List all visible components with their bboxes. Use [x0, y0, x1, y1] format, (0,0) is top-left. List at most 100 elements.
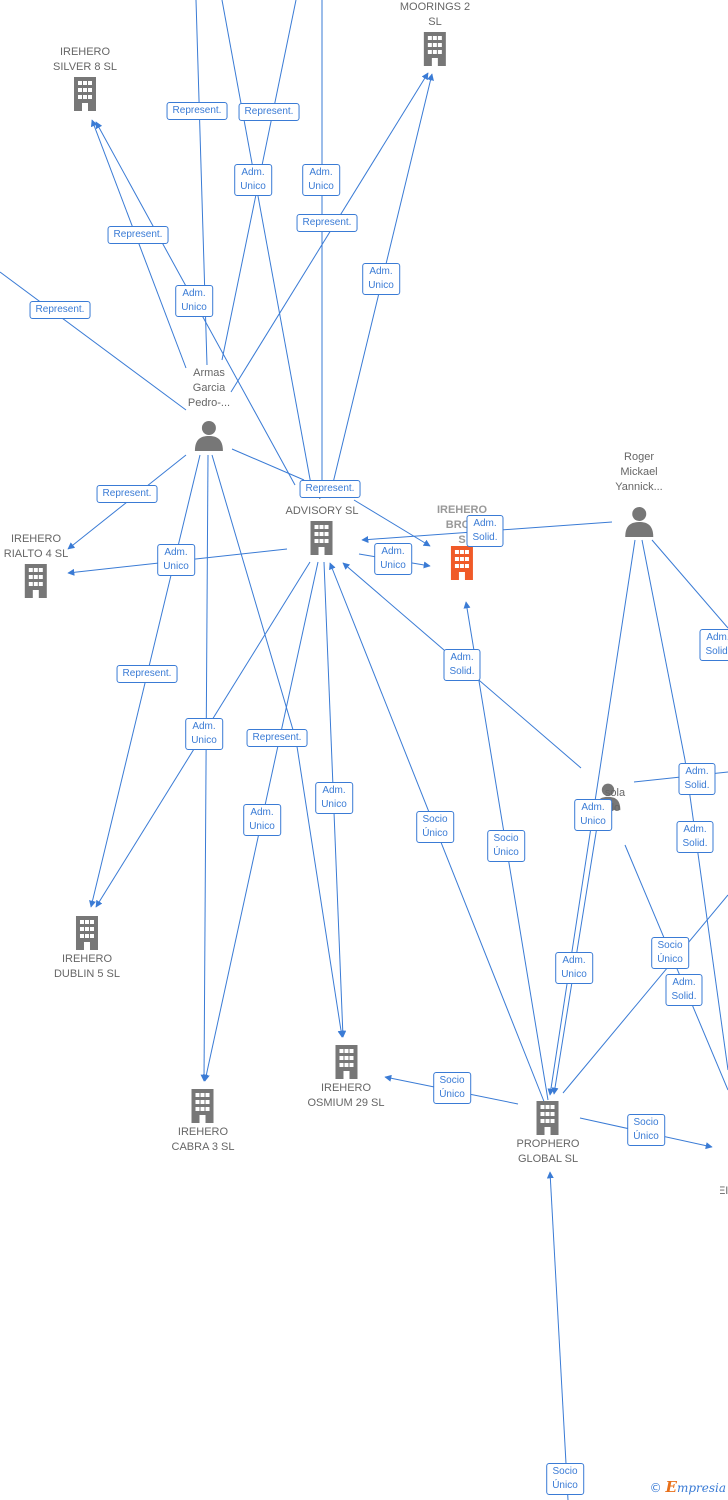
building-icon: [311, 521, 333, 555]
building-icon: [25, 564, 47, 598]
node-label: SILVER 8 SL: [53, 61, 117, 73]
edge: [641, 539, 686, 761]
node-label: RIALTO 4 SL: [3, 548, 69, 560]
edge: [353, 499, 431, 547]
node-label: sola: [604, 787, 626, 799]
company-node-rei-partial[interactable]: REI: [720, 1184, 728, 1199]
node-label: IREHERO: [436, 504, 488, 516]
node-label: S: [458, 534, 466, 546]
building-icon: [335, 1045, 357, 1079]
edge: [221, 0, 313, 491]
node-label: GLOBAL SL: [517, 1153, 579, 1165]
person-icon: [625, 507, 653, 537]
edge-label[interactable]: Adm. Unico: [315, 782, 353, 814]
edge-label[interactable]: Adm. Unico: [574, 799, 612, 831]
building-icon: [451, 546, 473, 580]
edge: [551, 807, 601, 1095]
company-node-advisory[interactable]: P ADVISORY SL: [285, 489, 359, 557]
node-label: CABRA 3 SL: [171, 1141, 235, 1153]
node-label: Garcia: [192, 382, 226, 394]
edge: [684, 759, 728, 1071]
edge: [200, 454, 209, 1082]
edge-label[interactable]: Adm. Solid.: [678, 763, 716, 795]
edge-label[interactable]: Adm. Unico: [175, 285, 213, 317]
edge: [562, 894, 728, 1094]
building-icon: [537, 1101, 559, 1135]
node-label: IREHERO: [61, 953, 113, 965]
edge-label[interactable]: Adm. Unico: [374, 543, 412, 575]
edge-label[interactable]: Socio Único: [546, 1463, 584, 1495]
edge-label[interactable]: Adm. Solid.: [676, 821, 714, 853]
edge-label[interactable]: Adm. Unico: [555, 952, 593, 984]
edge-label[interactable]: Adm. Solid.: [466, 515, 504, 547]
person-node-roger-mickael[interactable]: Roger Mickael Yannick...: [615, 450, 663, 539]
edge-label[interactable]: Adm. Solid.: [665, 974, 703, 1006]
edge-label[interactable]: Represent.: [29, 301, 91, 319]
node-label: SL: [428, 16, 442, 28]
edge-label[interactable]: Represent.: [116, 665, 178, 683]
company-node-irehero-bronze-main[interactable]: IREHERO BRON S: [437, 503, 487, 582]
company-node-moorings[interactable]: MOORINGS 2 SL: [400, 0, 470, 68]
edge-label[interactable]: Adm. Unico: [234, 164, 272, 196]
person-icon: [195, 421, 223, 451]
edge-label[interactable]: Socio Único: [627, 1114, 665, 1146]
edge-label[interactable]: Adm. Unico: [243, 804, 281, 836]
node-label: IREHERO: [320, 1082, 372, 1094]
person-node-armas-garcia[interactable]: Armas Garcia Pedro-...: [188, 366, 230, 453]
node-label: OSMIUM 29 SL: [307, 1097, 385, 1109]
edge-label[interactable]: Adm. Solid.: [443, 649, 481, 681]
node-label: ADVISORY SL: [285, 505, 359, 517]
edge-label[interactable]: Adm. Unico: [302, 164, 340, 196]
building-icon: [74, 77, 96, 111]
node-label: IREHERO: [177, 1126, 229, 1138]
edge: [90, 119, 187, 369]
edge-label[interactable]: Represent.: [166, 102, 228, 120]
edge-label[interactable]: Represent.: [107, 226, 169, 244]
edge-label[interactable]: Socio Único: [651, 937, 689, 969]
edge: [230, 72, 429, 393]
company-node-irehero-dublin-5[interactable]: IREHERO DUBLIN 5 SL: [54, 914, 120, 982]
brand-name: mpresia: [676, 1481, 726, 1495]
edge-label[interactable]: Represent.: [96, 485, 158, 503]
edge-label[interactable]: Adm. Unico: [362, 263, 400, 295]
node-label: REI: [720, 1185, 728, 1197]
edge: [651, 539, 728, 629]
company-node-prophero-global[interactable]: PROPHERO GLOBAL SL: [516, 1099, 580, 1167]
edge-label[interactable]: Represent.: [246, 729, 308, 747]
edge-label[interactable]: Adm. Unico: [157, 544, 195, 576]
building-icon: [423, 32, 446, 66]
company-node-irehero-osmium-29[interactable]: IREHERO OSMIUM 29 SL: [307, 1043, 385, 1111]
copyright-symbol: ©: [649, 1481, 662, 1495]
node-label: Roger: [624, 451, 654, 463]
node-label: Pedro-...: [187, 397, 231, 409]
company-node-irehero-rialto-4[interactable]: IREHERO RIALTO 4 SL: [4, 532, 68, 600]
edge: [0, 271, 187, 411]
edge-label[interactable]: Adm. Solid.: [699, 629, 728, 661]
company-node-irehero-cabra-3[interactable]: IREHERO CABRA 3 SL: [171, 1087, 235, 1155]
edge-label[interactable]: Represent.: [238, 103, 300, 121]
edge-label[interactable]: Represent.: [296, 214, 358, 232]
node-label: Armas: [193, 367, 225, 379]
edge-label[interactable]: Adm. Unico: [185, 718, 223, 750]
node-label: DUBLIN 5 SL: [53, 968, 121, 980]
node-label: PROPHERO: [516, 1138, 580, 1150]
node-label: MOORINGS 2: [399, 1, 471, 13]
edge: [231, 448, 305, 481]
node-label: Yannick...: [615, 481, 663, 493]
edge-label[interactable]: Represent.: [299, 480, 361, 498]
edge: [295, 739, 345, 1038]
empresia-brand[interactable]: © Empresia: [650, 1478, 726, 1496]
node-label: IREHERO: [10, 533, 62, 545]
building-icon: [191, 1089, 214, 1123]
edge: [211, 454, 297, 741]
node-label: Mickael: [620, 466, 658, 478]
edge: [546, 1171, 569, 1500]
edge-label[interactable]: Socio Único: [416, 811, 454, 843]
edge-label[interactable]: Socio Único: [487, 830, 525, 862]
company-node-irehero-silver-8[interactable]: IREHERO SILVER 8 SL: [53, 45, 117, 113]
edge-label[interactable]: Socio Único: [433, 1072, 471, 1104]
node-label: IREHERO: [59, 46, 111, 58]
brand-initial: E: [665, 1478, 677, 1496]
